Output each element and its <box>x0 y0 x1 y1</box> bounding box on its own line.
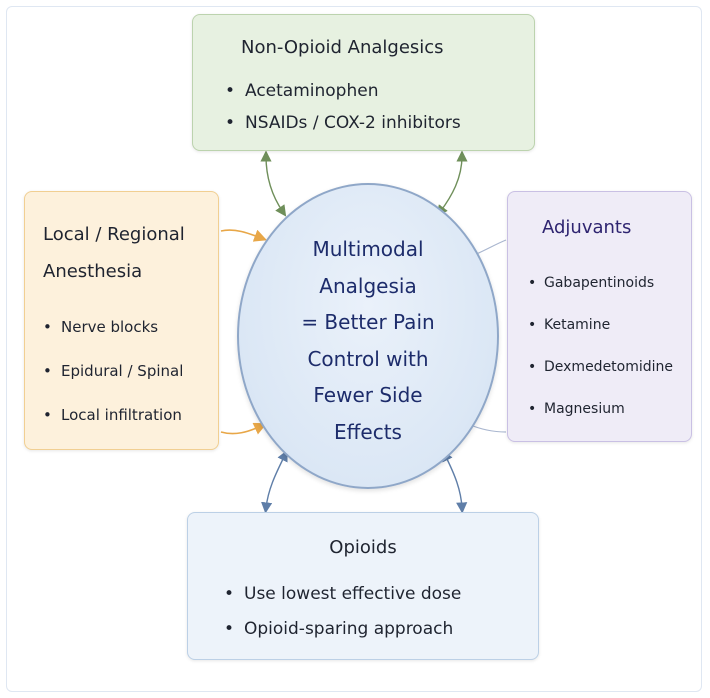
list-item: Dexmedetomidine <box>528 346 673 388</box>
adjuvants-box: Adjuvants Gabapentinoids Ketamine Dexmed… <box>507 191 692 442</box>
central-ellipse <box>237 183 499 489</box>
connector-local-top <box>220 229 267 242</box>
central-label-line: Multimodal <box>312 237 424 261</box>
list-item: Nerve blocks <box>43 305 183 349</box>
central-label-line: Effects <box>334 419 402 444</box>
central-label-line: Analgesia <box>319 273 417 298</box>
adjuvants-list: Gabapentinoids Ketamine Dexmedetomidine … <box>528 262 673 430</box>
local-regional-list: Nerve blocks Epidural / Spinal Local inf… <box>43 305 183 437</box>
list-item: Use lowest effective dose <box>224 577 461 612</box>
adjuvants-title: Adjuvants <box>542 217 632 238</box>
opioids-title: Opioids <box>329 537 397 558</box>
central-label-line: Fewer Side <box>313 383 423 407</box>
connector-local-bottom <box>220 422 267 435</box>
list-item: Epidural / Spinal <box>43 349 183 393</box>
opioids-box: Opioids Use lowest effective dose Opioid… <box>187 512 539 660</box>
connector-opioids-left <box>261 449 288 514</box>
local-regional-box: Local / Regional Anesthesia Nerve blocks… <box>24 191 219 450</box>
central-label-line: Control with <box>307 346 429 371</box>
list-item: Local infiltration <box>43 393 183 437</box>
connector-nonopioid-right <box>436 150 468 217</box>
list-item: Gabapentinoids <box>528 262 673 304</box>
list-item: Opioid-sparing approach <box>224 612 461 647</box>
list-item: Acetaminophen <box>225 75 461 107</box>
non-opioid-list: Acetaminophen NSAIDs / COX-2 inhibitors <box>225 75 461 139</box>
list-item: Magnesium <box>528 388 673 430</box>
list-item: NSAIDs / COX-2 inhibitors <box>225 107 461 139</box>
non-opioid-title: Non-Opioid Analgesics <box>241 37 444 58</box>
non-opioid-box: Non-Opioid Analgesics Acetaminophen NSAI… <box>192 14 535 151</box>
connector-nonopioid-left <box>260 150 287 217</box>
central-label-line: = Better Pain <box>301 310 435 334</box>
list-item: Ketamine <box>528 304 673 346</box>
diagram-frame <box>6 6 702 692</box>
connector-opioids-right <box>442 449 468 514</box>
central-label: Multimodal Analgesia = Better Pain Contr… <box>247 231 489 450</box>
local-regional-title: Local / Regional Anesthesia <box>43 224 185 282</box>
opioids-list: Use lowest effective dose Opioid-sparing… <box>224 577 461 647</box>
